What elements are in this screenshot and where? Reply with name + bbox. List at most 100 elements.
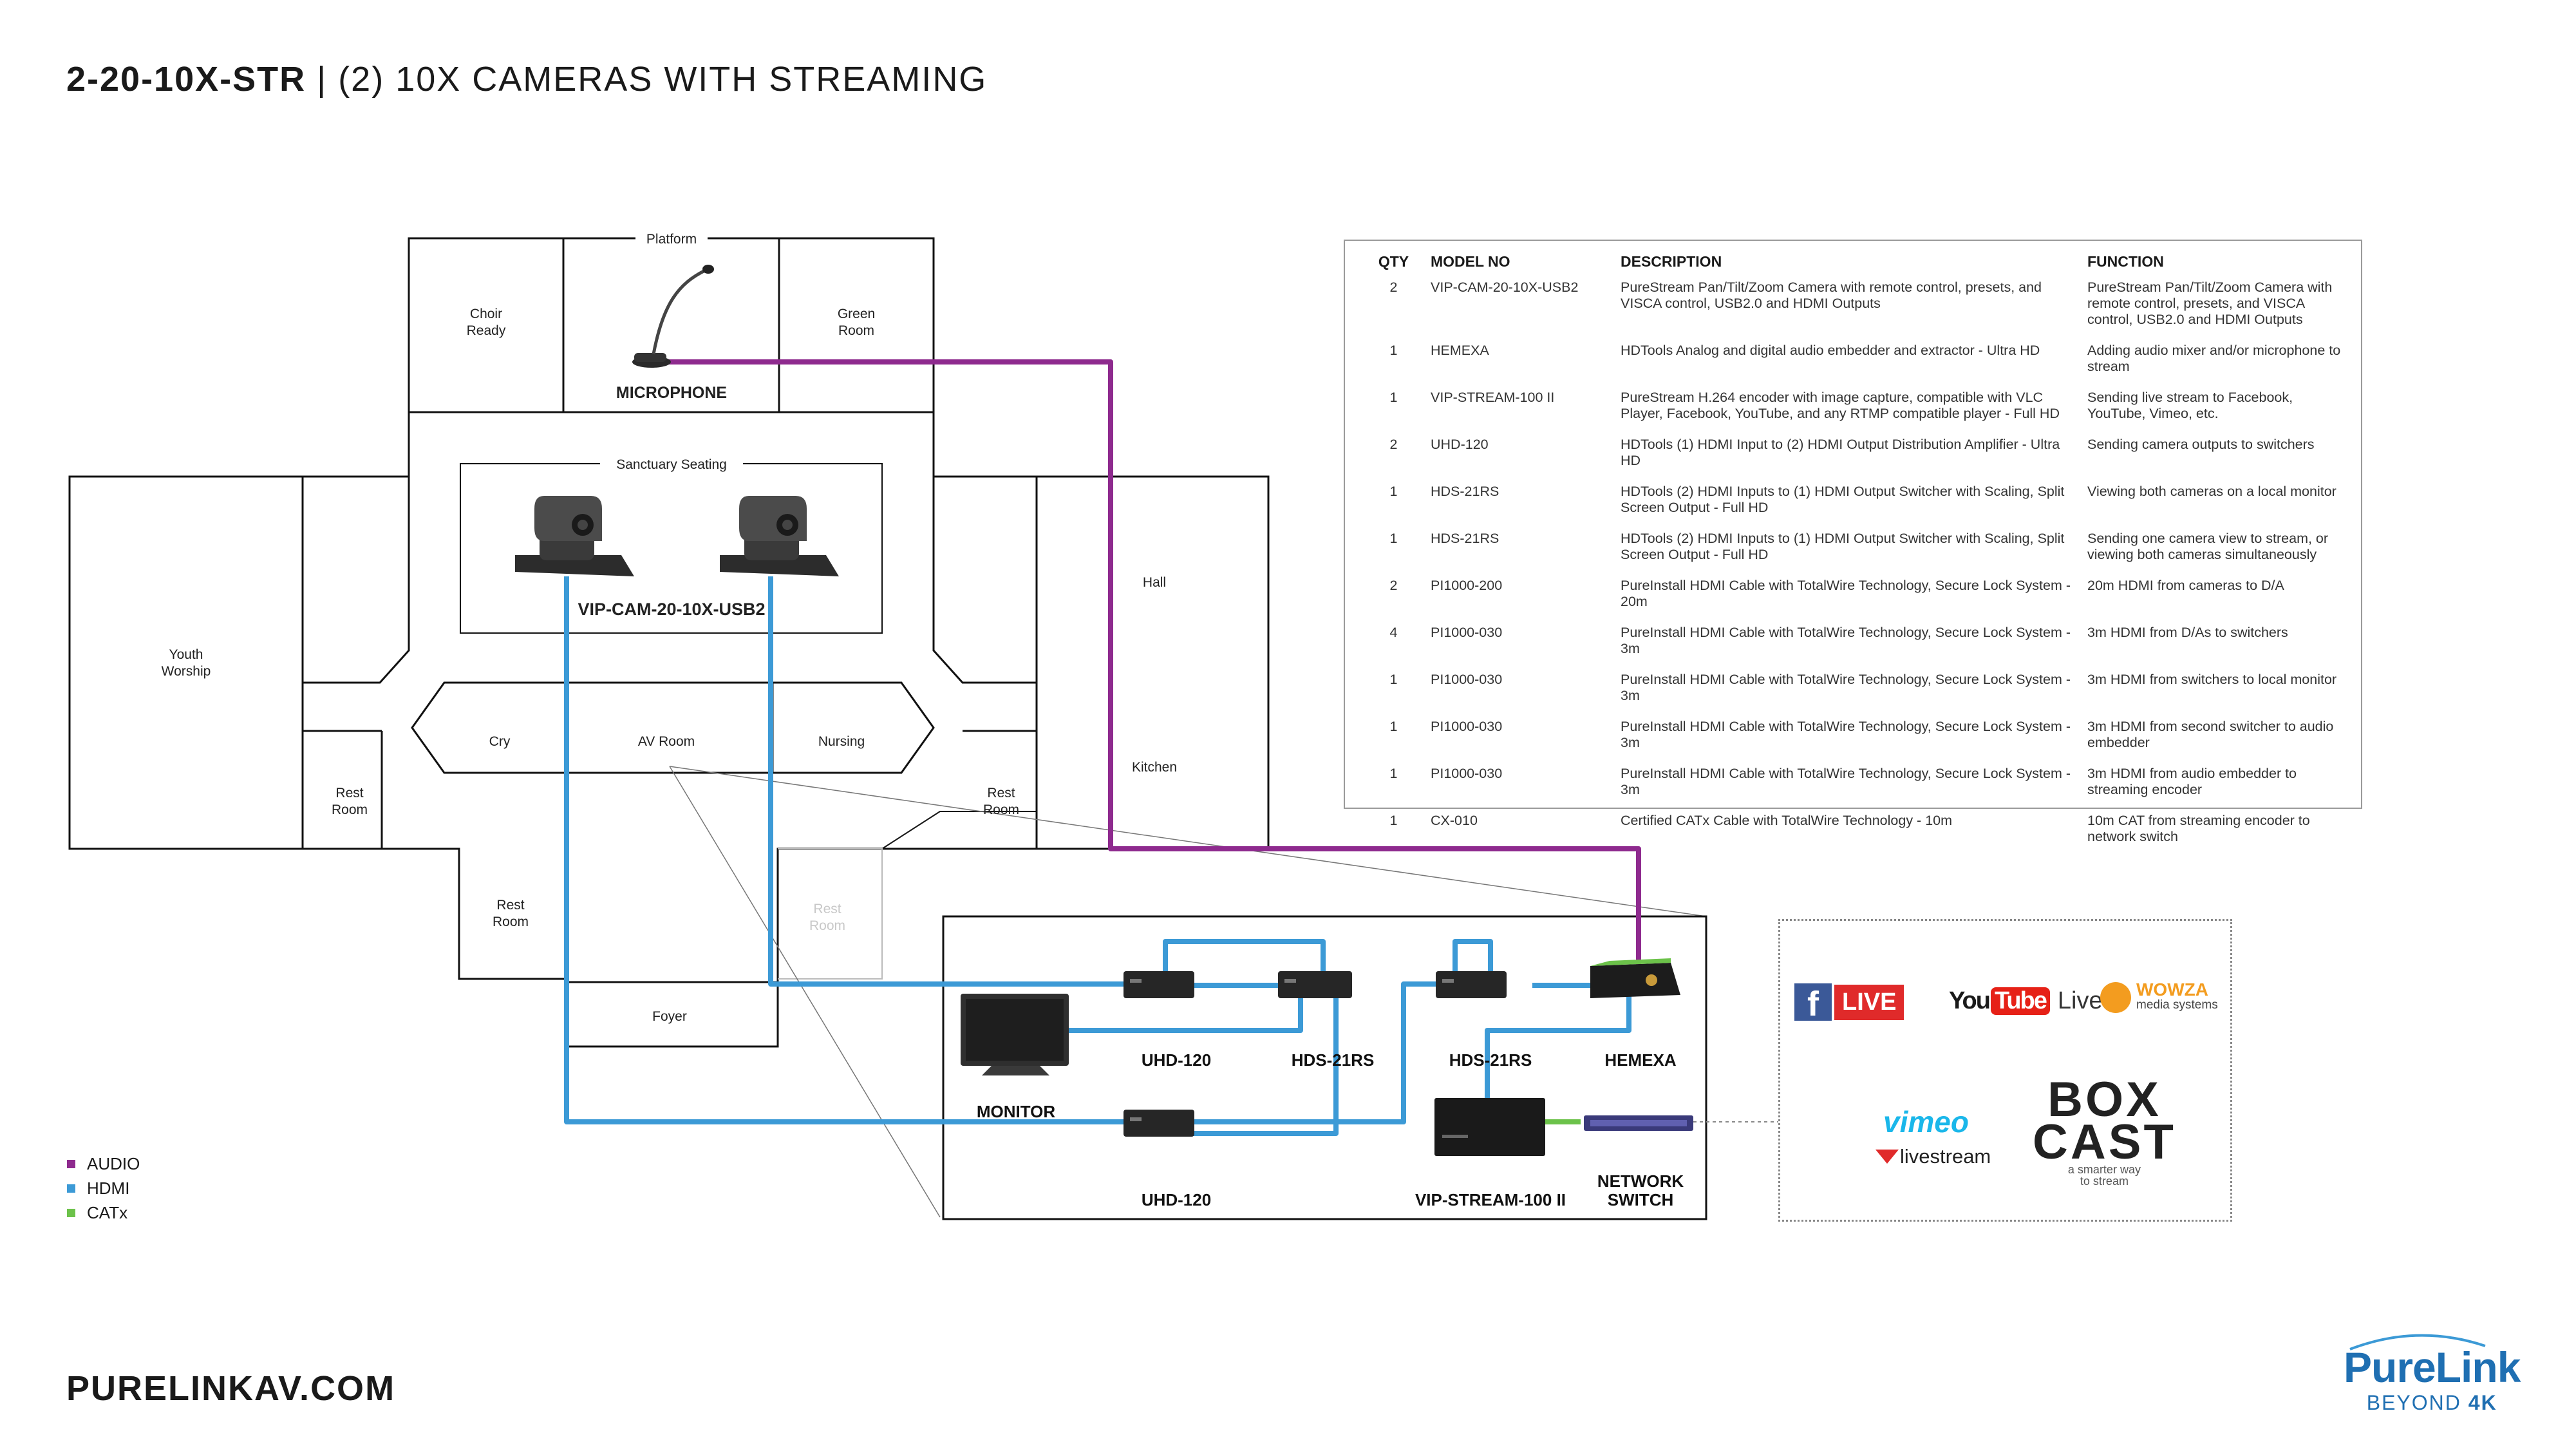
legend-catx: CATx bbox=[67, 1200, 140, 1225]
label-rest-room-bl-2: Room bbox=[493, 914, 529, 929]
facebook-icon: f bbox=[1794, 983, 1832, 1023]
legend-catx-swatch bbox=[67, 1208, 75, 1217]
brand-tagline-b: 4K bbox=[2468, 1391, 2497, 1414]
bom-function: Viewing both cameras on a local monitor bbox=[2087, 484, 2336, 499]
facebook-live-text: LIVE bbox=[1834, 984, 1904, 1020]
bom-qty: 2 bbox=[1389, 578, 1398, 593]
bom-header-model: MODEL NO bbox=[1431, 253, 1510, 270]
brand-tagline-a: BEYOND bbox=[2366, 1391, 2468, 1414]
camera-1-icon bbox=[515, 496, 634, 576]
bom-description: PureStream Pan/Tilt/Zoom Camera with rem… bbox=[1621, 279, 2042, 311]
bom-qty: 1 bbox=[1389, 484, 1398, 499]
bom-qty: 1 bbox=[1389, 813, 1398, 828]
label-youth-worship-1: Youth bbox=[169, 647, 203, 662]
streaming-platforms: f LIVE You Tube Live WOWZA media systems… bbox=[1778, 919, 2232, 1222]
bom-row: 1 PI1000-030 PureInstall HDMI Cable with T… bbox=[1357, 714, 2348, 761]
label-monitor: MONITOR bbox=[977, 1102, 1056, 1121]
legend-audio-swatch bbox=[67, 1159, 75, 1168]
footer-url: PURELINKAV.COM bbox=[66, 1369, 396, 1408]
brand-name-b: Link bbox=[2435, 1343, 2521, 1391]
purelink-logo: PureLink BEYOND 4K bbox=[2344, 1334, 2521, 1415]
label-platform: Platform bbox=[646, 232, 697, 247]
bom-model: HDS-21RS bbox=[1431, 531, 1500, 546]
bom-function: Adding audio mixer and/or microphone to … bbox=[2087, 343, 2341, 374]
bom-header-description: DESCRIPTION bbox=[1621, 253, 1722, 270]
bom-model: VIP-CAM-20-10X-USB2 bbox=[1431, 279, 1579, 295]
bom-description: PureInstall HDMI Cable with TotalWire Te… bbox=[1621, 625, 2071, 656]
bom-description: HDTools (2) HDMI Inputs to (1) HDMI Outp… bbox=[1621, 531, 2065, 562]
bom-model: HDS-21RS bbox=[1431, 484, 1500, 499]
bom-function: Sending live stream to Facebook, YouTube… bbox=[2087, 390, 2293, 421]
bom-function: 3m HDMI from second switcher to audio em… bbox=[2087, 719, 2334, 750]
camera-2-icon bbox=[720, 496, 839, 576]
bom-qty: 1 bbox=[1389, 343, 1398, 358]
label-rest-room-br-2: Room bbox=[809, 918, 845, 933]
microphone-icon bbox=[632, 265, 714, 368]
bom-description: PureInstall HDMI Cable with TotalWire Te… bbox=[1621, 719, 2071, 750]
bom-model: PI1000-200 bbox=[1431, 578, 1503, 593]
bom-function: 20m HDMI from cameras to D/A bbox=[2087, 578, 2284, 593]
boxcast-text-b: CAST bbox=[2033, 1115, 2176, 1170]
legend-audio: AUDIO bbox=[67, 1151, 140, 1176]
bom-function: PureStream Pan/Tilt/Zoom Camera with rem… bbox=[2087, 279, 2333, 327]
callout-lines bbox=[669, 766, 1707, 1218]
label-rest-room-right-2: Room bbox=[983, 802, 1019, 817]
boxcast-logo: BOX CAST a smarter way to stream bbox=[2033, 1072, 2176, 1188]
label-rest-room-left-1: Rest bbox=[335, 786, 363, 800]
title-separator: | bbox=[317, 60, 328, 99]
boxcast-tag-a: a smarter way bbox=[2067, 1163, 2141, 1176]
bom-header-function: FUNCTION bbox=[2087, 253, 2164, 270]
bom-qty: 1 bbox=[1389, 531, 1398, 546]
bom-description: HDTools Analog and digital audio embedde… bbox=[1621, 343, 2040, 358]
bom-description: HDTools (1) HDMI Input to (2) HDMI Outpu… bbox=[1621, 437, 2060, 468]
uhd-120-bottom-device bbox=[1123, 1110, 1194, 1137]
label-choir-ready-1: Choir bbox=[470, 307, 502, 321]
youtube-text-a: You bbox=[1949, 987, 1991, 1014]
bom-qty: 1 bbox=[1389, 390, 1398, 405]
legend-hdmi-swatch bbox=[67, 1184, 75, 1193]
brand-name-a: Pure bbox=[2344, 1343, 2436, 1391]
bom-function: Sending camera outputs to switchers bbox=[2087, 437, 2315, 452]
legend: AUDIO HDMI CATx bbox=[67, 1151, 140, 1225]
bom-model: PI1000-030 bbox=[1431, 766, 1503, 781]
bom-row: 2 VIP-CAM-20-10X-USB2 PureStream Pan/Tilt/… bbox=[1357, 275, 2348, 338]
label-av-room: AV Room bbox=[638, 734, 695, 749]
label-uhd-120-bottom: UHD-120 bbox=[1142, 1190, 1211, 1209]
bom-qty: 1 bbox=[1389, 766, 1398, 781]
bom-header-qty: QTY bbox=[1378, 253, 1409, 270]
label-hds-21rs-a: HDS-21RS bbox=[1292, 1050, 1375, 1070]
network-switch-device bbox=[1584, 1115, 1693, 1131]
hdmi-cable-cam2 bbox=[768, 576, 1133, 987]
vimeo-logo: vimeo bbox=[1883, 1105, 1969, 1139]
bom-qty: 4 bbox=[1389, 625, 1398, 640]
label-microphone: MICROPHONE bbox=[616, 384, 727, 402]
title-text: (2) 10X CAMERAS WITH STREAMING bbox=[338, 60, 988, 99]
wowza-icon bbox=[2100, 982, 2131, 1013]
bom-description: Certified CATx Cable with TotalWire Tech… bbox=[1621, 813, 1953, 828]
bom-qty: 1 bbox=[1389, 719, 1398, 734]
bom-function: Sending one camera view to stream, or vi… bbox=[2087, 531, 2329, 562]
label-vip-stream: VIP-STREAM-100 II bbox=[1415, 1190, 1566, 1209]
legend-hdmi: HDMI bbox=[67, 1176, 140, 1200]
label-choir-ready-2: Ready bbox=[467, 323, 506, 338]
bom-function: 3m HDMI from switchers to local monitor bbox=[2087, 672, 2337, 687]
bom-qty: 2 bbox=[1389, 279, 1398, 295]
youtube-text-b: Tube bbox=[1990, 987, 2050, 1015]
label-nursing: Nursing bbox=[818, 734, 865, 749]
label-green-room-2: Room bbox=[838, 323, 874, 338]
page-title: 2-20-10X-STR | (2) 10X CAMERAS WITH STRE… bbox=[66, 59, 987, 99]
label-hemexa: HEMEXA bbox=[1604, 1050, 1676, 1070]
boxcast-text-a: BOX bbox=[2047, 1072, 2161, 1127]
bom-model: PI1000-030 bbox=[1431, 719, 1503, 734]
youtube-live-text: Live bbox=[2057, 987, 2103, 1014]
